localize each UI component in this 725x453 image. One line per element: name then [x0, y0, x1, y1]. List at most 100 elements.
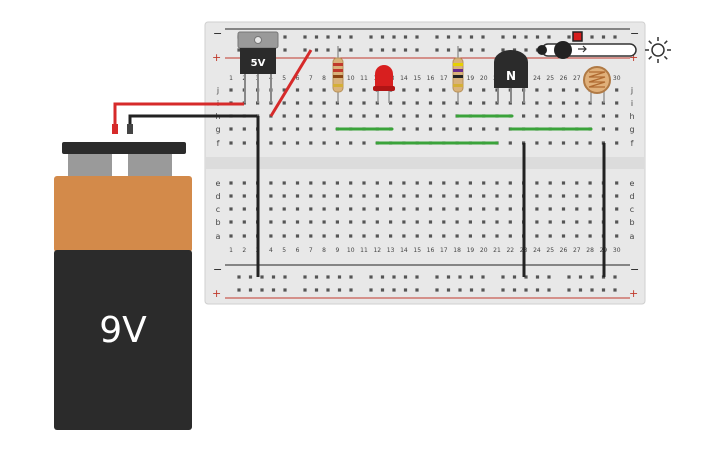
breadboard-hole[interactable] — [389, 101, 393, 105]
breadboard-hole[interactable] — [561, 194, 566, 198]
breadboard-hole[interactable] — [283, 275, 287, 279]
breadboard-hole[interactable] — [495, 181, 499, 185]
breadboard-hole[interactable] — [512, 288, 517, 292]
breadboard-hole[interactable] — [548, 141, 552, 145]
breadboard-hole[interactable] — [524, 35, 528, 39]
breadboard-hole[interactable] — [561, 114, 566, 118]
breadboard-hole[interactable] — [369, 275, 373, 279]
breadboard-hole[interactable] — [613, 288, 617, 292]
breadboard-hole[interactable] — [428, 114, 433, 118]
breadboard-hole[interactable] — [615, 141, 619, 145]
breadboard-hole[interactable] — [403, 48, 408, 52]
breadboard-hole[interactable] — [402, 88, 406, 92]
breadboard-hole[interactable] — [575, 88, 579, 92]
breadboard-hole[interactable] — [578, 288, 583, 292]
breadboard-hole[interactable] — [535, 141, 539, 145]
breadboard-hole[interactable] — [455, 101, 459, 105]
breadboard-hole[interactable] — [535, 194, 539, 198]
breadboard-hole[interactable] — [269, 127, 273, 131]
breadboard-hole[interactable] — [229, 181, 233, 185]
breadboard-hole[interactable] — [501, 288, 505, 292]
breadboard-hole[interactable] — [269, 220, 273, 224]
breadboard-hole[interactable] — [561, 88, 566, 92]
breadboard-hole[interactable] — [392, 35, 396, 39]
breadboard-hole[interactable] — [282, 194, 286, 198]
breadboard-hole[interactable] — [508, 234, 512, 238]
breadboard-hole[interactable] — [481, 288, 485, 292]
breadboard-hole[interactable] — [468, 101, 472, 105]
breadboard-hole[interactable] — [303, 35, 307, 39]
breadboard-hole[interactable] — [561, 181, 566, 185]
breadboard-hole[interactable] — [229, 207, 233, 211]
breadboard-hole[interactable] — [435, 48, 439, 52]
breadboard-hole[interactable] — [260, 288, 264, 292]
breadboard-hole[interactable] — [349, 101, 353, 105]
breadboard-hole[interactable] — [309, 220, 313, 224]
breadboard-hole[interactable] — [482, 181, 486, 185]
breadboard-hole[interactable] — [428, 207, 433, 211]
breadboard-hole[interactable] — [392, 288, 396, 292]
breadboard-hole[interactable] — [588, 141, 592, 145]
breadboard-hole[interactable] — [229, 88, 233, 92]
breadboard-hole[interactable] — [380, 48, 385, 52]
breadboard-hole[interactable] — [322, 220, 326, 224]
breadboard-hole[interactable] — [428, 234, 433, 238]
breadboard-hole[interactable] — [435, 288, 439, 292]
breadboard-hole[interactable] — [548, 88, 552, 92]
breadboard-hole[interactable] — [590, 275, 594, 279]
breadboard-hole[interactable] — [615, 88, 619, 92]
breadboard-hole[interactable] — [428, 101, 433, 105]
breadboard-hole[interactable] — [349, 234, 353, 238]
breadboard-hole[interactable] — [309, 181, 313, 185]
breadboard-hole[interactable] — [567, 275, 571, 279]
light-slider[interactable] — [537, 31, 637, 59]
breadboard-hole[interactable] — [524, 288, 528, 292]
breadboard-hole[interactable] — [283, 288, 287, 292]
breadboard-hole[interactable] — [458, 35, 462, 39]
breadboard-hole[interactable] — [415, 234, 419, 238]
breadboard-hole[interactable] — [615, 207, 619, 211]
breadboard-hole[interactable] — [322, 207, 326, 211]
breadboard-hole[interactable] — [362, 194, 366, 198]
breadboard-hole[interactable] — [415, 275, 419, 279]
breadboard-hole[interactable] — [535, 114, 539, 118]
breadboard-hole[interactable] — [615, 127, 619, 131]
breadboard-hole[interactable] — [547, 288, 551, 292]
breadboard-hole[interactable] — [269, 234, 273, 238]
breadboard-hole[interactable] — [309, 194, 313, 198]
breadboard-hole[interactable] — [458, 288, 462, 292]
breadboard-hole[interactable] — [369, 48, 373, 52]
breadboard-hole[interactable] — [547, 275, 551, 279]
breadboard-hole[interactable] — [402, 181, 406, 185]
breadboard-hole[interactable] — [428, 127, 433, 131]
breadboard-hole[interactable] — [337, 288, 342, 292]
breadboard-hole[interactable] — [428, 181, 433, 185]
breadboard-hole[interactable] — [389, 220, 393, 224]
breadboard-hole[interactable] — [446, 48, 451, 52]
breadboard-hole[interactable] — [335, 181, 339, 185]
breadboard-hole[interactable] — [322, 114, 326, 118]
breadboard-hole[interactable] — [282, 181, 286, 185]
breadboard-hole[interactable] — [415, 288, 419, 292]
breadboard-hole[interactable] — [337, 275, 342, 279]
breadboard-hole[interactable] — [282, 88, 286, 92]
breadboard-hole[interactable] — [402, 194, 406, 198]
breadboard-hole[interactable] — [269, 207, 273, 211]
breadboard-hole[interactable] — [322, 194, 326, 198]
breadboard-hole[interactable] — [349, 288, 353, 292]
breadboard-hole[interactable] — [335, 194, 339, 198]
breadboard-hole[interactable] — [282, 127, 286, 131]
breadboard-hole[interactable] — [615, 181, 619, 185]
breadboard-hole[interactable] — [335, 234, 339, 238]
breadboard-hole[interactable] — [349, 194, 353, 198]
breadboard-hole[interactable] — [322, 181, 326, 185]
breadboard-hole[interactable] — [242, 220, 246, 224]
breadboard-hole[interactable] — [415, 127, 419, 131]
breadboard-hole[interactable] — [295, 101, 300, 105]
breadboard-hole[interactable] — [369, 35, 373, 39]
breadboard-hole[interactable] — [481, 275, 485, 279]
breadboard-hole[interactable] — [248, 288, 253, 292]
breadboard-hole[interactable] — [283, 48, 287, 52]
breadboard-hole[interactable] — [482, 88, 486, 92]
breadboard-hole[interactable] — [458, 275, 462, 279]
